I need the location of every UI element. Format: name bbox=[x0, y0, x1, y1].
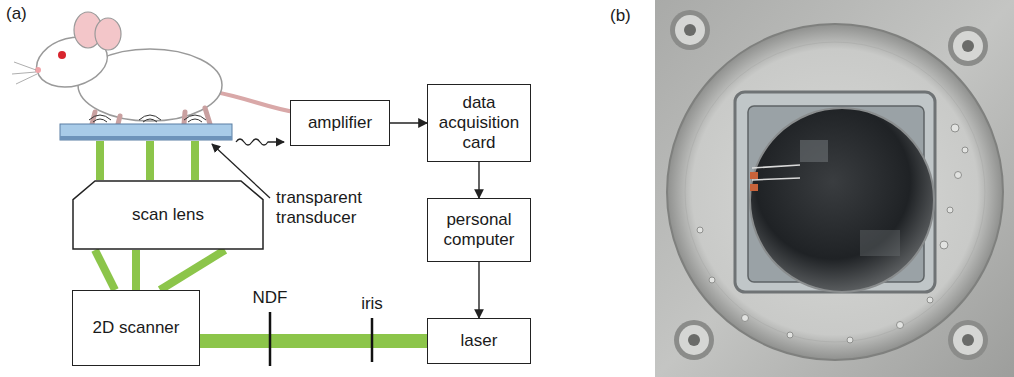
iris-aperture bbox=[371, 318, 374, 362]
panel-label: (b) bbox=[610, 6, 650, 26]
component-box: laser bbox=[427, 318, 531, 364]
box-label: data acquisition card bbox=[428, 89, 530, 157]
panel-label: (a) bbox=[6, 4, 46, 24]
box-label: scan lens bbox=[126, 201, 210, 229]
laser-beam bbox=[132, 250, 140, 290]
box-label: amplifier bbox=[302, 109, 378, 137]
filter-label: NDF bbox=[240, 288, 300, 308]
box-label: laser bbox=[455, 327, 504, 355]
signal-wave bbox=[236, 139, 284, 145]
filter-label: NDF bbox=[253, 288, 288, 307]
ndf-filter bbox=[269, 312, 272, 366]
component-box: personal computer bbox=[427, 198, 531, 262]
component-box: data acquisition card bbox=[427, 84, 531, 162]
transducer-plate bbox=[60, 124, 232, 140]
component-box: 2D scanner bbox=[72, 290, 200, 366]
signal-arrow bbox=[390, 122, 427, 123]
panel-label: (b) bbox=[610, 6, 631, 25]
signal-arrow bbox=[478, 262, 479, 318]
box-label: personal computer bbox=[428, 206, 530, 254]
component-box: amplifier bbox=[290, 100, 390, 146]
laser-beam bbox=[200, 334, 427, 348]
panel-label: (a) bbox=[6, 4, 27, 23]
callout-label: transparent transducer bbox=[276, 188, 362, 227]
iris-label: iris bbox=[361, 294, 383, 313]
acoustic-waves bbox=[89, 115, 206, 122]
signal-arrow bbox=[478, 162, 479, 198]
component-box: scan lens bbox=[72, 180, 264, 250]
transducer-photo bbox=[655, 0, 1014, 377]
box-label: 2D scanner bbox=[87, 314, 186, 342]
callout-label: transparent transducer bbox=[276, 188, 388, 228]
iris-label: iris bbox=[347, 294, 397, 314]
